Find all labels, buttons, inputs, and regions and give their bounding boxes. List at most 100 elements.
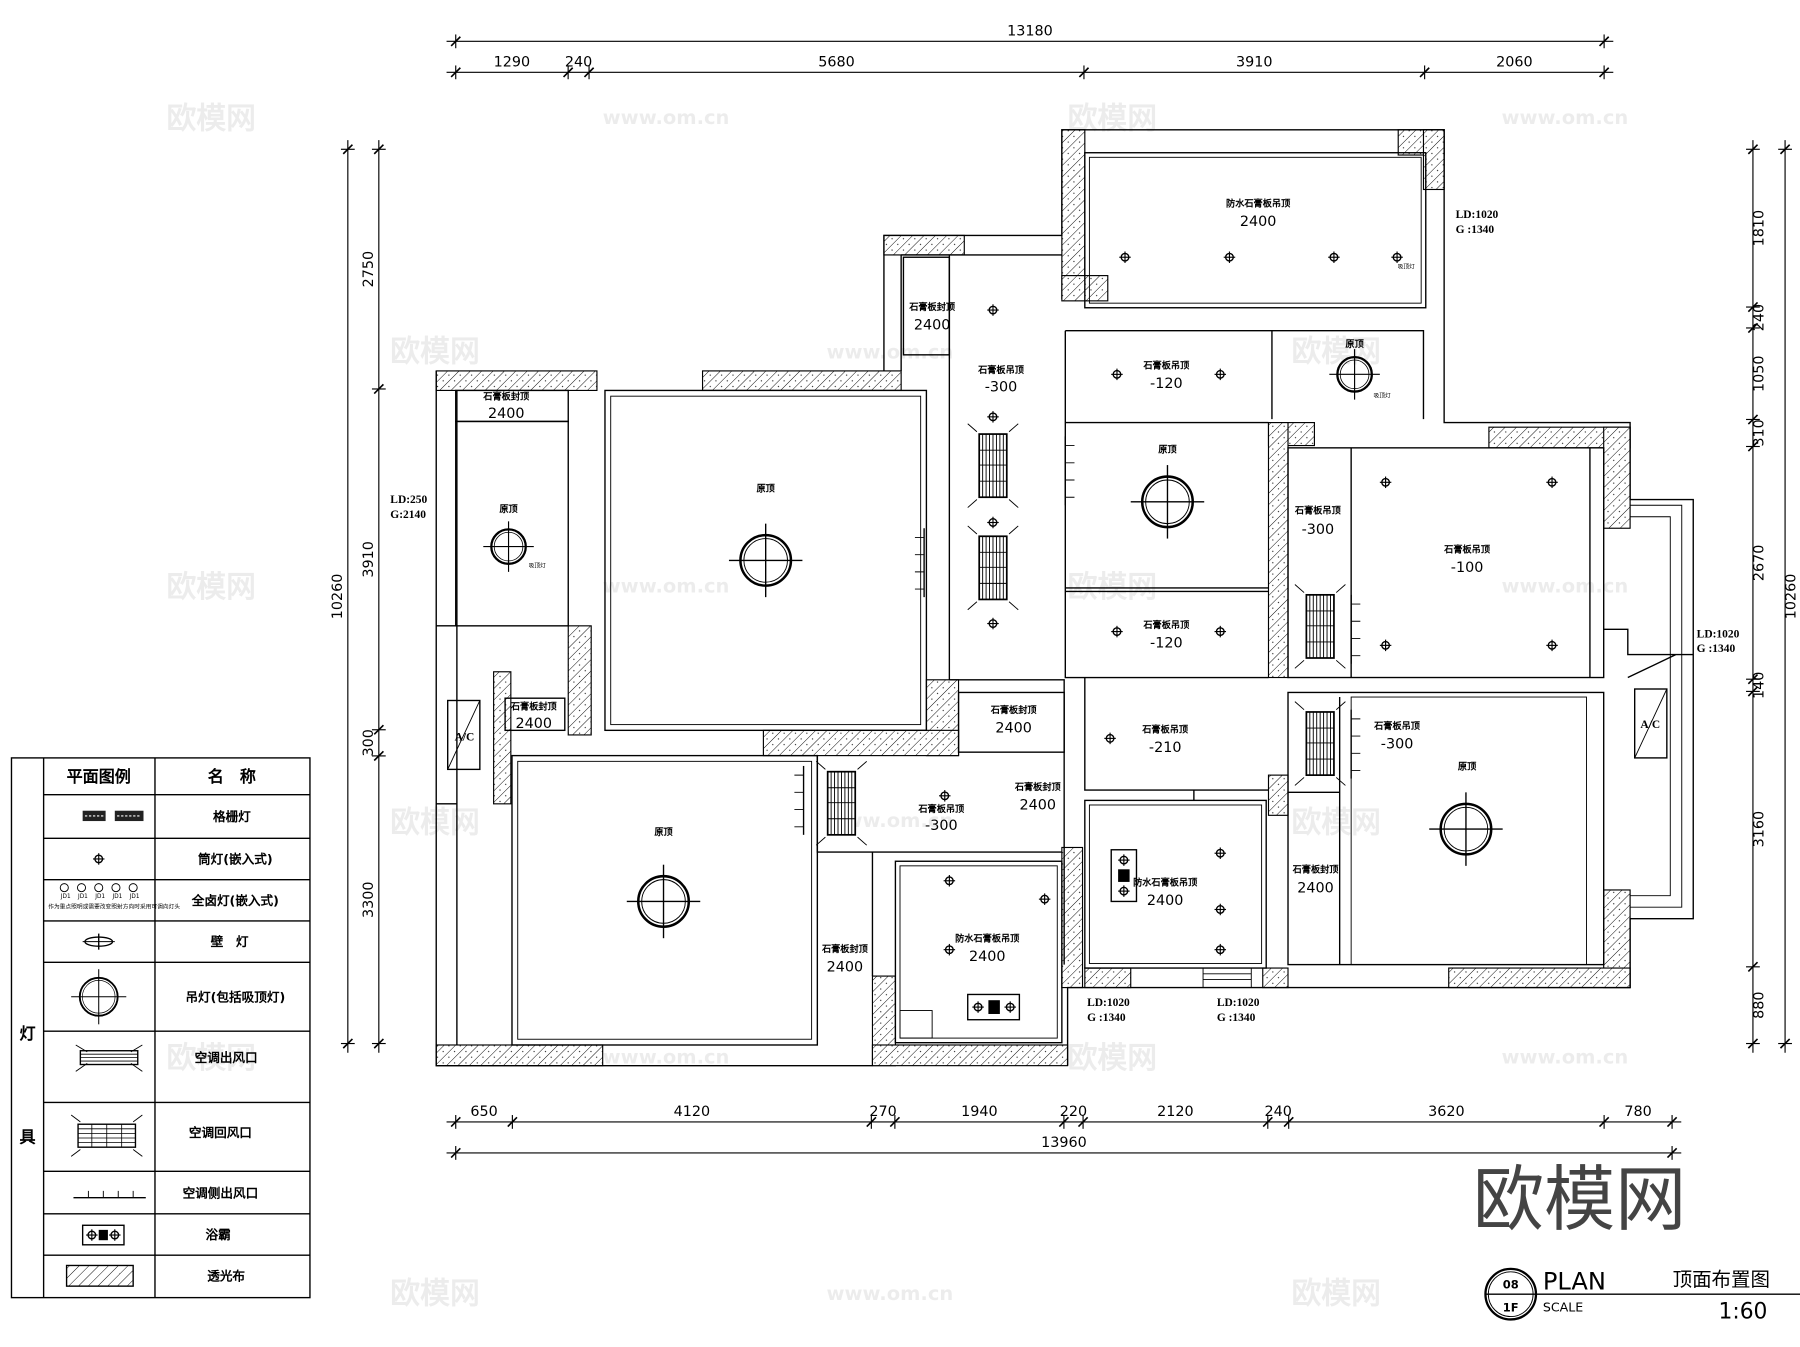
dimension-tick: [1747, 144, 1759, 155]
dimension-tick: [583, 67, 595, 78]
pendant-light-icon: [1129, 463, 1206, 540]
g-value: G :1340: [1087, 1012, 1126, 1024]
downlight-icon: [1213, 943, 1227, 957]
watermark-url: www.om.cn: [827, 809, 954, 832]
dimension-tick: [450, 67, 461, 78]
grille-light-icon: [82, 810, 144, 822]
room-ceiling-height: 2400: [827, 959, 864, 975]
dimension-tick: [1747, 301, 1759, 313]
ld-value: LD:1020: [1087, 997, 1130, 1009]
room-ceiling-type: 防水石膏板吊顶: [1226, 198, 1291, 210]
downlight-icon: [942, 874, 956, 888]
pendant-light-icon: [70, 968, 128, 1026]
dimension-tick: [1598, 36, 1610, 47]
dimension-tick: [1747, 1038, 1759, 1049]
downlight-icon: [1545, 638, 1559, 652]
scale-value: 1:60: [1718, 1299, 1767, 1324]
pendant-light-icon: [625, 863, 702, 940]
dimension-value: 5680: [818, 55, 855, 71]
downlight-icon: [1223, 250, 1236, 264]
room-ceiling-type: 石膏板吊顶: [977, 364, 1025, 376]
bath-heater-icon: [1110, 849, 1138, 903]
watermarks: 欧模网 www.om.cn 欧模网 www.om.cn 欧模网 www.om.c…: [166, 102, 1628, 1312]
dimension-tick: [450, 36, 461, 47]
dimension-value: 10260: [1783, 574, 1799, 620]
room-ceiling-height: 2400: [488, 406, 525, 422]
dimension-tick: [1262, 1116, 1273, 1128]
watermark-brand: 欧模网: [1291, 335, 1381, 370]
dimension-value: 140: [1751, 672, 1767, 699]
ac-unit-label: A/C: [1640, 719, 1660, 731]
room-ceiling-height: -100: [1451, 560, 1484, 576]
light-fabric-icon: [65, 1264, 134, 1287]
room-ceiling-type: 防水石膏板吊顶: [955, 933, 1020, 945]
legend-category: 具: [20, 1128, 36, 1147]
dimension-tick: [1747, 322, 1759, 334]
ceiling-lamp-note: 吸顶灯: [529, 561, 546, 569]
room-ceiling-type: 防水石膏板吊顶: [1133, 876, 1198, 888]
watermark-brand: 欧模网: [1291, 806, 1381, 841]
ac-return-vent-icon: [1294, 583, 1347, 670]
watermark-brand: 欧模网: [166, 102, 256, 137]
legend-table: 平面图例 名 称 灯 具 格栅灯 筒灯(嵌入式) 全卤灯(嵌入式) 壁 灯 吊灯…: [10, 757, 311, 1299]
ac-return-vent-icon: [70, 1114, 143, 1157]
legend-name: 筒灯(嵌入式): [198, 852, 273, 867]
walls: [435, 129, 1631, 1067]
watermark-brand: 欧模网: [390, 335, 480, 370]
downlight-icon: [1110, 367, 1124, 381]
dimension-value: 3620: [1428, 1104, 1465, 1120]
room-ceiling-height: -300: [985, 380, 1018, 396]
dimension-tick: [1747, 686, 1759, 697]
room-ceiling-height: 2400: [995, 721, 1032, 737]
ac-side-vent-icon: [914, 527, 925, 598]
bath-heater-icon: [967, 993, 1021, 1021]
watermark-brand: 欧模网: [166, 1041, 256, 1076]
halogen-tag: JD1: [112, 894, 123, 900]
downlight-icon: [986, 617, 1000, 630]
room-ceiling-height: -120: [1150, 636, 1183, 652]
room-ceiling-type: 石膏板封顶: [482, 391, 530, 403]
dimension-value: 4120: [674, 1104, 711, 1120]
light-fixtures: [482, 250, 1559, 957]
ac-side-vent-icon: [73, 1190, 146, 1199]
ac-unit: A/C: [447, 699, 481, 771]
room-ceiling-type: 石膏板吊顶: [1443, 543, 1491, 555]
legend-name: 空调侧出风口: [183, 1186, 259, 1201]
watermark-brand: 欧模网: [166, 570, 256, 605]
room-ceiling-height: -300: [1302, 522, 1335, 538]
dimension-value: 1290: [494, 55, 531, 71]
dimension-value: 1050: [1751, 355, 1767, 392]
halogen-tag: JD1: [94, 894, 105, 900]
downlight-icon: [1379, 475, 1393, 489]
dimension-value: 2670: [1751, 545, 1767, 582]
room-ceiling-height: 2400: [1240, 214, 1277, 230]
pendant-light-icon: [727, 522, 804, 599]
pendant-light-icon: [482, 520, 535, 574]
downlight-icon: [1327, 250, 1341, 264]
dimension-tick: [450, 1147, 461, 1159]
legend-category: 灯: [20, 1024, 36, 1043]
dimension-tick: [1283, 1116, 1294, 1128]
dimension-tick: [450, 1116, 461, 1128]
room-ceiling-height: 2400: [1147, 893, 1184, 909]
dimension-tick: [1078, 67, 1090, 78]
dimension-tick: [1747, 414, 1759, 425]
downlight-icon: [1213, 625, 1227, 639]
downlight-icon: [986, 516, 1000, 529]
dimension-value: 650: [470, 1104, 497, 1120]
drawing-title-cn: 顶面布置图: [1673, 1268, 1770, 1291]
dimension-value: 240: [1265, 1104, 1292, 1120]
dimension-tick: [373, 750, 384, 762]
dimension-value: 2750: [361, 251, 377, 288]
downlight-icon: [1103, 731, 1117, 745]
legend-header-name: 名 称: [208, 767, 256, 786]
downlight-icon: [1390, 250, 1404, 264]
watermark-url: www.om.cn: [1502, 106, 1629, 129]
dimension-tick: [373, 1038, 384, 1049]
original-ceiling-label: 原顶: [654, 827, 673, 838]
room-ceiling-height: 2400: [516, 716, 553, 732]
plan-title: PLAN: [1543, 1268, 1606, 1296]
g-value: G:2140: [390, 509, 426, 521]
ld-value: LD:1020: [1697, 628, 1740, 640]
